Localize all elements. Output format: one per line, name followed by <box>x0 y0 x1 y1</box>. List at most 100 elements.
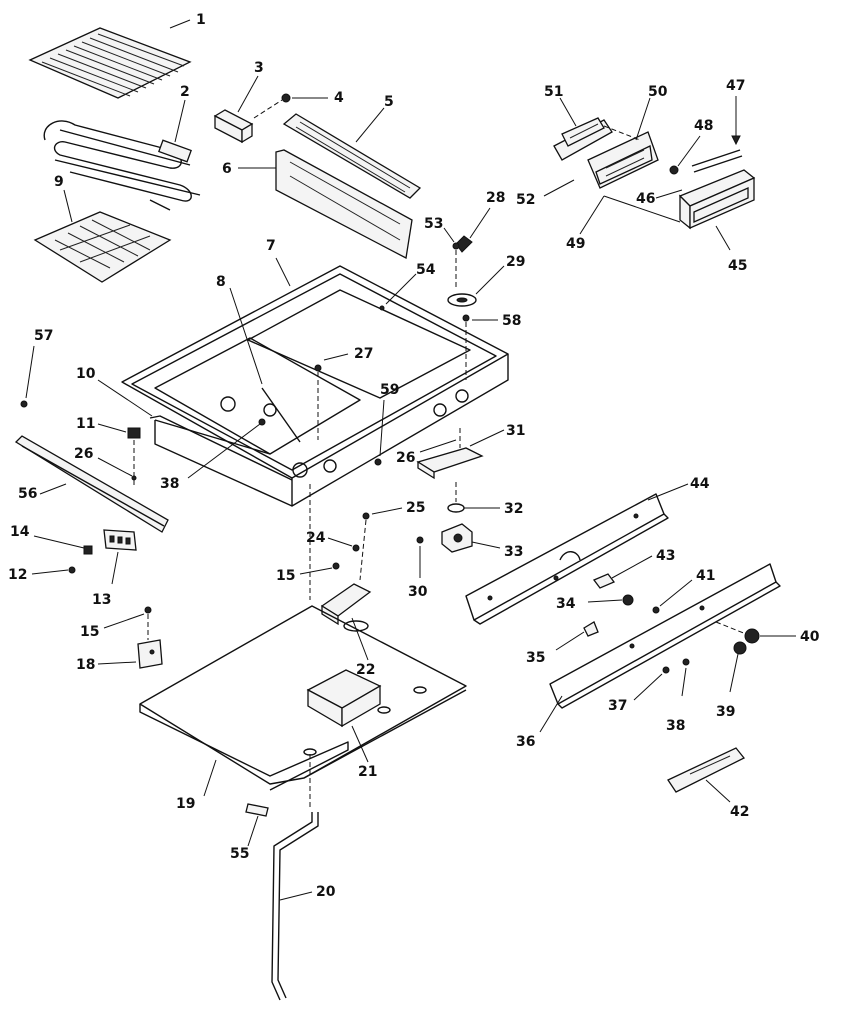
part-51-switch-housing <box>553 117 613 161</box>
part-8-burner <box>261 387 301 443</box>
callout-26-left: 26 <box>74 446 93 462</box>
part-18-bracket <box>137 639 163 669</box>
callout-15-upper: 15 <box>276 568 295 584</box>
callout-27: 27 <box>354 346 373 362</box>
callout-57: 57 <box>34 328 53 344</box>
part-5-vent-grille <box>282 113 422 199</box>
callout-11: 11 <box>76 416 95 432</box>
callout-28: 28 <box>486 190 505 206</box>
callout-45: 45 <box>728 258 747 274</box>
part-34-fitting <box>622 594 634 606</box>
callout-25: 25 <box>406 500 425 516</box>
part-28-cap <box>455 235 473 253</box>
callout-56: 56 <box>18 486 37 502</box>
callout-35: 35 <box>526 650 545 666</box>
part-37-screw <box>662 666 670 674</box>
callout-50: 50 <box>648 84 668 100</box>
callout-7: 7 <box>266 238 276 254</box>
callout-3: 3 <box>254 60 264 76</box>
part-32-washer <box>447 503 465 513</box>
part-7-cooktop <box>121 265 509 507</box>
part-58-screw <box>462 314 470 380</box>
callout-26-right: 26 <box>396 450 415 466</box>
part-55-clip <box>245 803 269 817</box>
callout-40: 40 <box>800 629 820 645</box>
part-53-screw <box>452 242 460 250</box>
part-38-screw-left <box>258 418 266 426</box>
callout-8: 8 <box>216 274 226 290</box>
callout-46: 46 <box>636 191 655 207</box>
callout-5: 5 <box>384 94 394 110</box>
callout-36: 36 <box>516 734 535 750</box>
part-29-bezel <box>447 293 477 307</box>
callout-33: 33 <box>504 544 523 560</box>
callout-53: 53 <box>424 216 443 232</box>
callout-13: 13 <box>92 592 111 608</box>
callout-20: 20 <box>316 884 336 900</box>
part-41-screw <box>652 606 660 614</box>
callout-59: 59 <box>380 382 399 398</box>
callout-48: 48 <box>694 118 713 134</box>
part-11-knob <box>127 427 141 486</box>
part-14-clip <box>83 545 93 555</box>
callout-42: 42 <box>730 804 749 820</box>
callout-31: 31 <box>506 423 525 439</box>
callout-47: 47 <box>726 78 745 94</box>
part-30-screw <box>416 536 424 544</box>
callout-52: 52 <box>516 192 535 208</box>
callout-58: 58 <box>502 313 521 329</box>
callout-21: 21 <box>358 764 377 780</box>
part-26-screw-left <box>131 475 137 481</box>
callout-30: 30 <box>408 584 428 600</box>
callout-51: 51 <box>544 84 563 100</box>
callout-14: 14 <box>10 524 30 540</box>
part-25-screw <box>362 512 370 520</box>
part-24-screw <box>352 544 360 552</box>
part-59-grommet <box>374 458 382 466</box>
part-56-front-rail <box>14 435 169 533</box>
part-4-screw <box>281 93 291 103</box>
callout-4: 4 <box>334 90 344 106</box>
part-20-gas-tube <box>271 812 313 1001</box>
callout-43: 43 <box>656 548 675 564</box>
part-2-broil-element <box>43 120 201 211</box>
callout-9: 9 <box>54 174 64 190</box>
part-48-screw <box>669 165 679 175</box>
part-3-terminal-block <box>213 109 254 144</box>
part-47-rod <box>691 149 743 173</box>
callout-54: 54 <box>416 262 436 278</box>
callout-22: 22 <box>356 662 375 678</box>
part-33-valve <box>441 523 473 553</box>
part-15-screw-upper <box>332 562 340 570</box>
part-31-bracket <box>416 428 484 480</box>
callout-29: 29 <box>506 254 525 270</box>
part-10-front-trim <box>149 415 293 481</box>
callout-44: 44 <box>690 476 710 492</box>
part-54-screw <box>379 305 385 311</box>
part-38-screw-right <box>682 658 690 666</box>
part-40-valve <box>715 621 760 644</box>
part-43-orifice <box>592 573 616 589</box>
callout-55: 55 <box>230 846 249 862</box>
callout-12: 12 <box>8 567 27 583</box>
callout-2: 2 <box>180 84 190 100</box>
part-57-screw <box>20 400 28 408</box>
part-35-clip <box>583 621 599 637</box>
callout-39: 39 <box>716 704 735 720</box>
part-1-grate <box>28 27 192 99</box>
callout-37: 37 <box>608 698 627 714</box>
callout-41: 41 <box>696 568 715 584</box>
part-44-manifold-rail <box>465 493 669 625</box>
callout-6: 6 <box>222 161 232 177</box>
callout-15-lower: 15 <box>80 624 99 640</box>
callout-32: 32 <box>504 501 523 517</box>
part-27-screw <box>314 364 322 372</box>
part-36-lower-rail <box>549 563 781 709</box>
part-21-burner-box <box>306 669 382 728</box>
callout-19: 19 <box>176 796 195 812</box>
callout-10: 10 <box>76 366 96 382</box>
callout-34: 34 <box>556 596 576 612</box>
part-6-back-trim <box>275 149 413 259</box>
